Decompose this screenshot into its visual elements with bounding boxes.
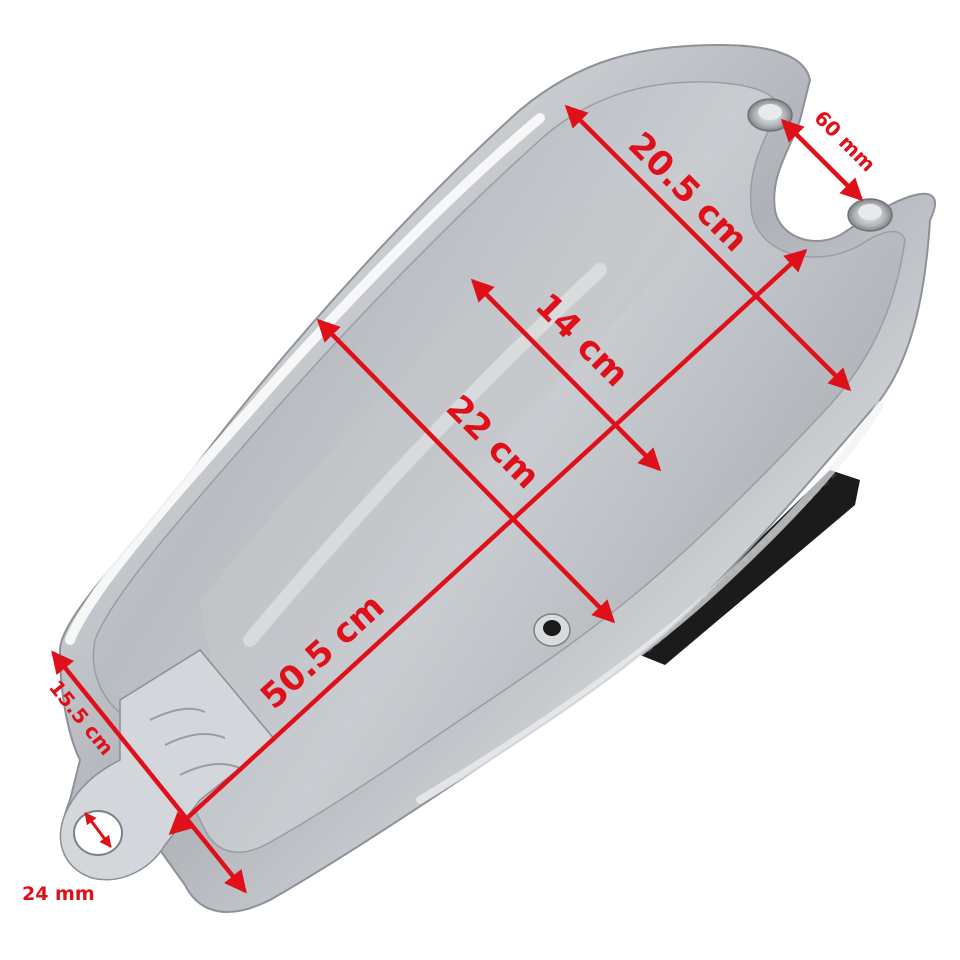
dim-line-cap-gap xyxy=(780,118,864,202)
dim-line-tab-length xyxy=(51,650,247,894)
dim-line-tab-hole xyxy=(84,812,112,848)
cap-boss-right xyxy=(847,198,893,232)
dim-label-cap-gap: 60 mm xyxy=(809,106,880,177)
dim-label-tab-hole: 24 mm xyxy=(22,883,95,905)
petcock-hole xyxy=(533,613,571,647)
dim-line-length xyxy=(168,248,808,836)
